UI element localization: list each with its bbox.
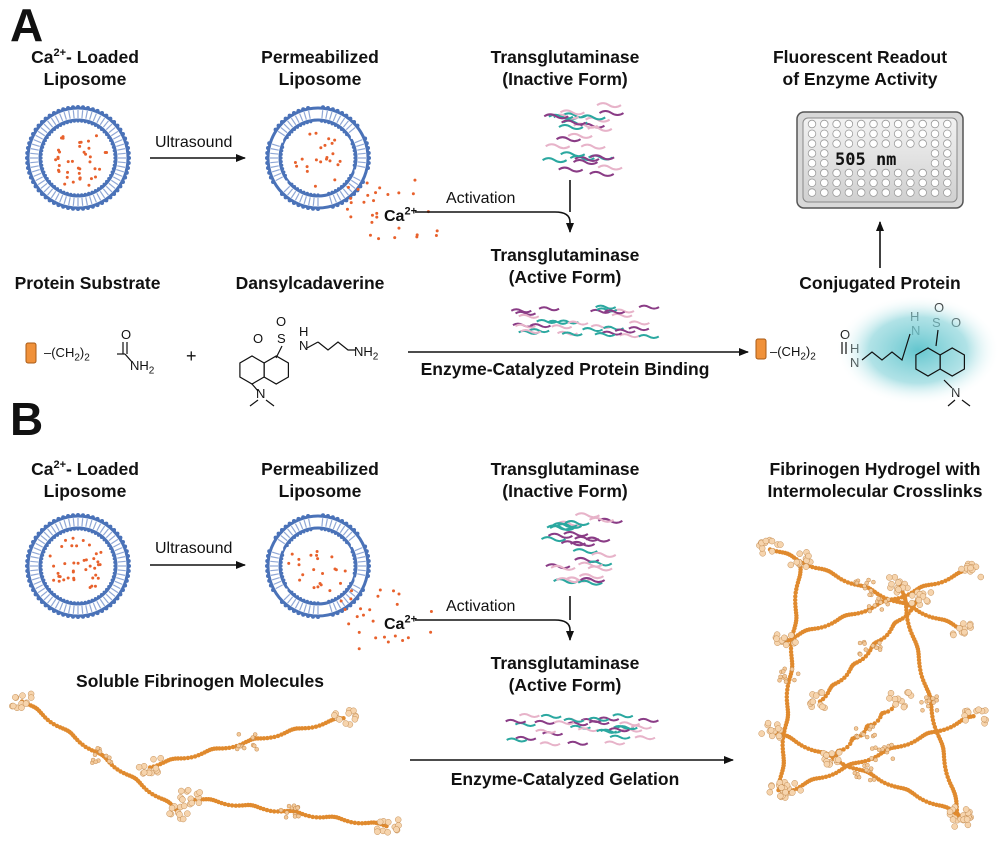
liposome-loaded-a [25,105,131,211]
protein-substrate-label: Protein Substrate [14,273,161,293]
tg-active-label-b: Transglutaminase(Active Form) [490,653,640,695]
conj-skeleton [841,329,971,407]
ultrasound-label-b: Ultrasound [155,540,233,557]
tg-inactive-label-a: Transglutaminase(Inactive Form) [490,47,640,89]
substrate-block-conj [755,338,767,360]
ultrasound-label-a: Ultrasound [155,134,233,151]
fluorescent-glow [836,295,1000,405]
enzyme-inactive-b [540,512,623,586]
enzyme-active-b [505,712,659,747]
tg-inactive-label-b: Transglutaminase(Inactive Form) [490,459,640,501]
liposome-loaded-b [25,513,131,619]
plus-sign: + [186,346,197,366]
enzyme-inactive-a [542,102,625,177]
tg-active-label-a: Transglutaminase(Active Form) [490,245,640,287]
dansyl-nh2: NH2 [354,344,379,363]
plate-wavelength: 505 nm [835,150,897,170]
dansyl-skeleton [239,341,356,407]
dansyl-o-top: O [276,314,287,329]
loaded-liposome-label-a: Ca2+- Loaded Liposome [31,47,139,89]
calcium-ion-label-b: Ca2+ [384,613,417,633]
substrate-chain: –(CH2)2 [44,345,90,364]
activation-arrow-a [415,211,574,233]
substrate-amide-o: O [121,327,132,342]
dansyl-amine-n: N [256,386,266,401]
liposome-permeabilized-a [265,105,371,211]
substrate-bonds [117,342,133,363]
panel-label-a: A [10,0,44,51]
dansyl-s: S [277,331,286,346]
dansylcadaverine-label: Dansylcadaverine [235,273,385,293]
substrate-nh2: NH2 [130,358,155,377]
activation-arrow-b [415,619,574,641]
substrate-block-a [25,342,37,364]
dansyl-h: H [299,324,309,339]
enzyme-active-a [510,304,660,340]
loaded-liposome-label-b: Ca2+- Loaded Liposome [31,459,139,501]
soluble-fibrinogen [9,690,402,836]
fibrinogen-hydrogel [756,536,989,830]
reaction-label-a: Enzyme-Catalyzed Protein Binding [420,359,710,379]
calcium-ion-label-a: Ca2+ [384,205,417,225]
conjugated-protein-label: Conjugated Protein [799,273,961,293]
soluble-fibrinogen-label: Soluble Fibrinogen Molecules [76,671,324,691]
activation-label-b: Activation [446,598,516,615]
released-ions-b [339,588,433,651]
liposome-permeabilized-b [265,513,371,619]
conj-chain: –(CH2)2 [770,344,816,363]
well-plate [796,111,964,209]
activation-label-a: Activation [446,190,516,207]
panel-label-b: B [10,393,44,445]
dansyl-o-left: O [253,331,264,346]
dansyl-n: N [299,338,309,353]
reaction-label-b: Enzyme-Catalyzed Gelation [450,769,680,789]
